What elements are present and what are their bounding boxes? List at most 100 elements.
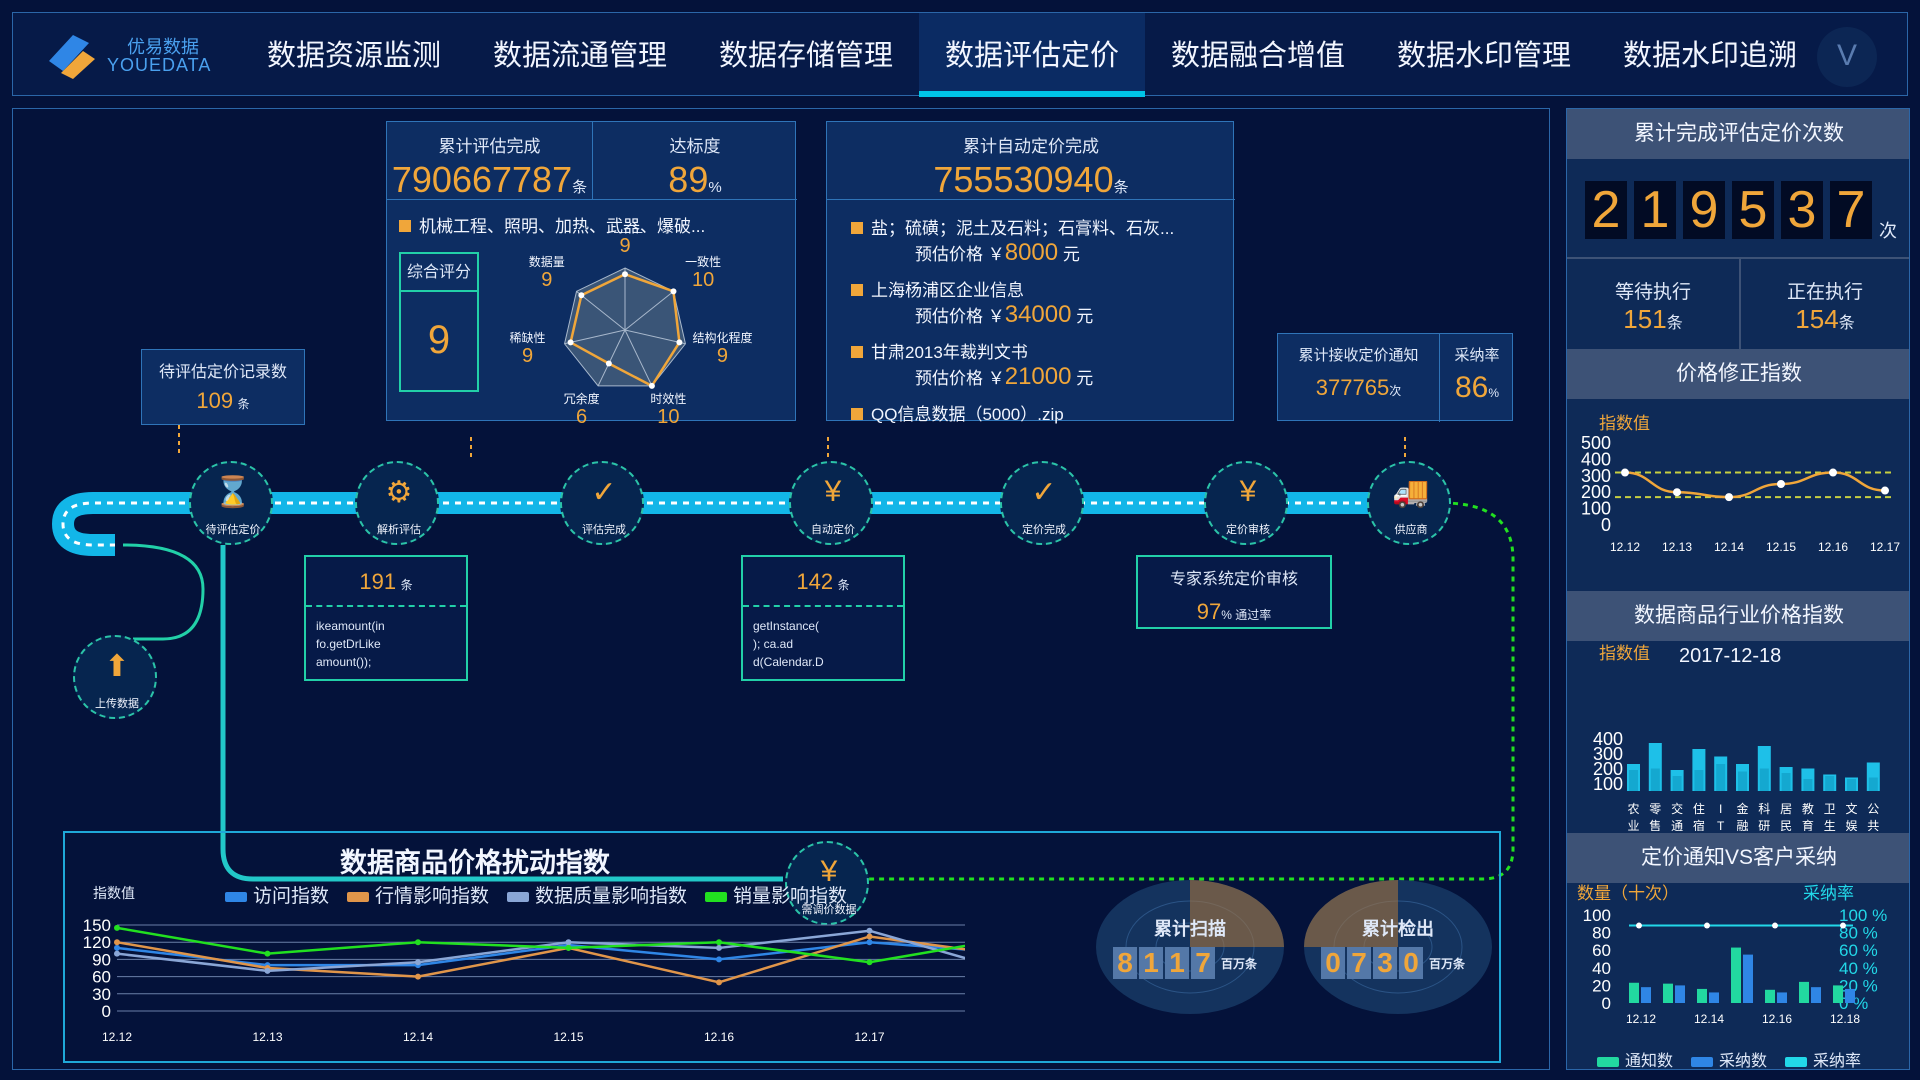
pending-value: 109 <box>196 388 234 413</box>
series-point <box>716 939 722 946</box>
x-tick: 12.17 <box>854 1030 884 1044</box>
x-tick: I <box>1719 802 1722 816</box>
y-tick: 80 <box>1592 924 1611 943</box>
flow-node-1[interactable]: ⌛待评估定价 <box>189 461 273 545</box>
auto-total-label: 累计自动定价完成 <box>963 137 1099 156</box>
y2-tick: 40 % <box>1839 959 1878 978</box>
radar-label: 完整性 <box>607 232 643 235</box>
y-tick: 60 <box>1592 941 1611 960</box>
counter-digit: 1 <box>1165 947 1189 979</box>
flow-pipeline <box>51 425 1515 899</box>
wait-stat: 等待执行 151条 <box>1567 277 1739 335</box>
adopt-right: 采纳率 86% <box>1440 334 1514 422</box>
radar-point <box>648 382 655 389</box>
radar-label: 数据量 <box>529 254 565 269</box>
nav-item-6[interactable]: 数据水印追溯 <box>1622 40 1797 72</box>
y-tick: 400 <box>1593 729 1623 749</box>
legend-item[interactable]: 销量影响指数 <box>705 881 847 908</box>
eval-rate-label: 达标度 <box>669 137 721 156</box>
nav-item-3[interactable]: 数据评估定价 <box>919 13 1145 97</box>
counter-digit: 0 <box>1321 947 1345 979</box>
x-tick: 宿 <box>1693 818 1705 831</box>
x-tick: 卫 <box>1824 802 1836 816</box>
notice-legend-item[interactable]: 采纳数 <box>1691 1053 1767 1069</box>
flow-node-4[interactable]: ¥自动定价 <box>789 461 873 545</box>
logo-en: YOUEDATA <box>107 55 212 75</box>
x-tick: 融 <box>1736 819 1748 831</box>
industry-bar-inner <box>1629 770 1638 791</box>
series-point <box>866 959 873 966</box>
y-tick: 400 <box>1581 449 1611 469</box>
auto-item-1[interactable]: 上海杨浦区企业信息预估价格 ￥34000 元 <box>851 276 1231 329</box>
logo: 优易数据 YOUEDATA <box>43 27 233 83</box>
industry-bar-inner <box>1825 776 1835 791</box>
y-tick: 0 <box>1601 515 1611 535</box>
flow-node-2[interactable]: ⚙解析评估 <box>355 461 439 545</box>
nav-item-2[interactable]: 数据存储管理 <box>718 40 893 72</box>
y2-tick: 60 % <box>1839 941 1878 960</box>
flow-node-8[interactable]: ¥需调价数据 <box>785 841 869 925</box>
auto-item-0[interactable]: 盐；硫磺；泥土及石料；石膏料、石灰...预估价格 ￥8000 元 <box>851 214 1231 267</box>
nav-item-5[interactable]: 数据水印管理 <box>1396 40 1571 72</box>
notice-legend-item[interactable]: 采纳率 <box>1785 1053 1861 1069</box>
avatar[interactable]: V <box>1817 27 1877 87</box>
flow-node-icon: ⬆ <box>104 650 130 683</box>
series-point <box>114 924 120 931</box>
auto-item-name: 甘肃2013年裁判文书 <box>871 343 1028 362</box>
flow-node-icon: ¥ <box>1239 475 1257 508</box>
flow-node-icon: ✓ <box>1031 476 1057 509</box>
industry-bar-inner <box>1868 777 1878 791</box>
main-panel: 累计评估完成 790667787条 达标度 89% 机械工程、照明、加热、武器、… <box>12 108 1550 1070</box>
total-digit: 3 <box>1781 181 1823 239</box>
flow-node-5[interactable]: ✓定价完成 <box>1000 461 1084 545</box>
x-tick: 12.16 <box>1762 1012 1792 1026</box>
auto-panel: 累计自动定价完成 755530940条 盐；硫磺；泥土及石料；石膏料、石灰...… <box>826 121 1235 424</box>
score-box: 综合评分 9 <box>399 252 479 392</box>
eval-total-unit: 条 <box>572 179 588 196</box>
x-tick: 文 <box>1845 801 1857 816</box>
nav-item-1[interactable]: 数据流通管理 <box>492 40 667 72</box>
top-nav: 优易数据 YOUEDATA 数据资源监测数据流通管理数据存储管理数据评估定价数据… <box>12 12 1908 97</box>
y-tick: 300 <box>1581 466 1611 486</box>
radar-value: 10 <box>657 406 679 428</box>
notice-legend-item[interactable]: 通知数 <box>1597 1053 1673 1069</box>
flow-node-7[interactable]: 🚚供应商 <box>1367 461 1451 545</box>
eval-total-value: 790667787 <box>391 159 573 200</box>
code-line: ); ca.ad <box>753 637 794 651</box>
flow-node-6[interactable]: ¥定价审核 <box>1204 461 1288 545</box>
series-point <box>565 939 572 946</box>
x-tick: 住 <box>1693 802 1705 816</box>
nav-item-4[interactable]: 数据融合增值 <box>1170 40 1345 72</box>
counter-digit: 0 <box>1399 947 1423 979</box>
auto-item-price: 预估价格 ￥8000 元 <box>915 239 1080 266</box>
detect-radar-icon <box>1304 880 1492 1014</box>
counter-digit: 7 <box>1191 947 1215 979</box>
y-tick: 120 <box>83 933 111 952</box>
counter-unit: 百万条 <box>1429 957 1466 971</box>
code-line: ikeamount(in <box>316 619 385 633</box>
flow-node-3[interactable]: ✓评估完成 <box>560 461 644 545</box>
auto-item-3[interactable]: QQ信息数据（5000）.zip <box>851 400 1231 425</box>
auto-total-unit: 条 <box>1113 179 1129 196</box>
auto-item-2[interactable]: 甘肃2013年裁判文书预估价格 ￥21000 元 <box>851 338 1231 391</box>
industry-bar-inner <box>1716 764 1726 791</box>
auto-item-name: QQ信息数据（5000）.zip <box>871 405 1064 424</box>
flow-node-0[interactable]: ⬆上传数据 <box>73 635 157 719</box>
wait-label: 等待执行 <box>1614 282 1691 303</box>
wait-value: 151 <box>1623 304 1667 334</box>
legend-item[interactable]: 数据质量影响指数 <box>507 881 687 908</box>
wait-unit: 条 <box>1666 315 1683 332</box>
radar-value: 6 <box>576 406 587 428</box>
legend-item[interactable]: 行情影响指数 <box>347 881 489 908</box>
series-point <box>716 979 722 986</box>
radar-label: 冗余度 <box>564 391 600 406</box>
nav-item-0[interactable]: 数据资源监测 <box>266 40 441 72</box>
y-tick: 0 <box>1602 994 1611 1013</box>
adopt-bar <box>1777 992 1787 1003</box>
legend-item[interactable]: 访问指数 <box>225 881 329 908</box>
price-line <box>1624 471 1886 499</box>
run-stat: 正在执行 154条 <box>1739 277 1909 335</box>
radar-point <box>605 360 612 367</box>
x-tick: 12.14 <box>1694 1012 1724 1026</box>
eval-rate-unit: % <box>708 179 722 196</box>
